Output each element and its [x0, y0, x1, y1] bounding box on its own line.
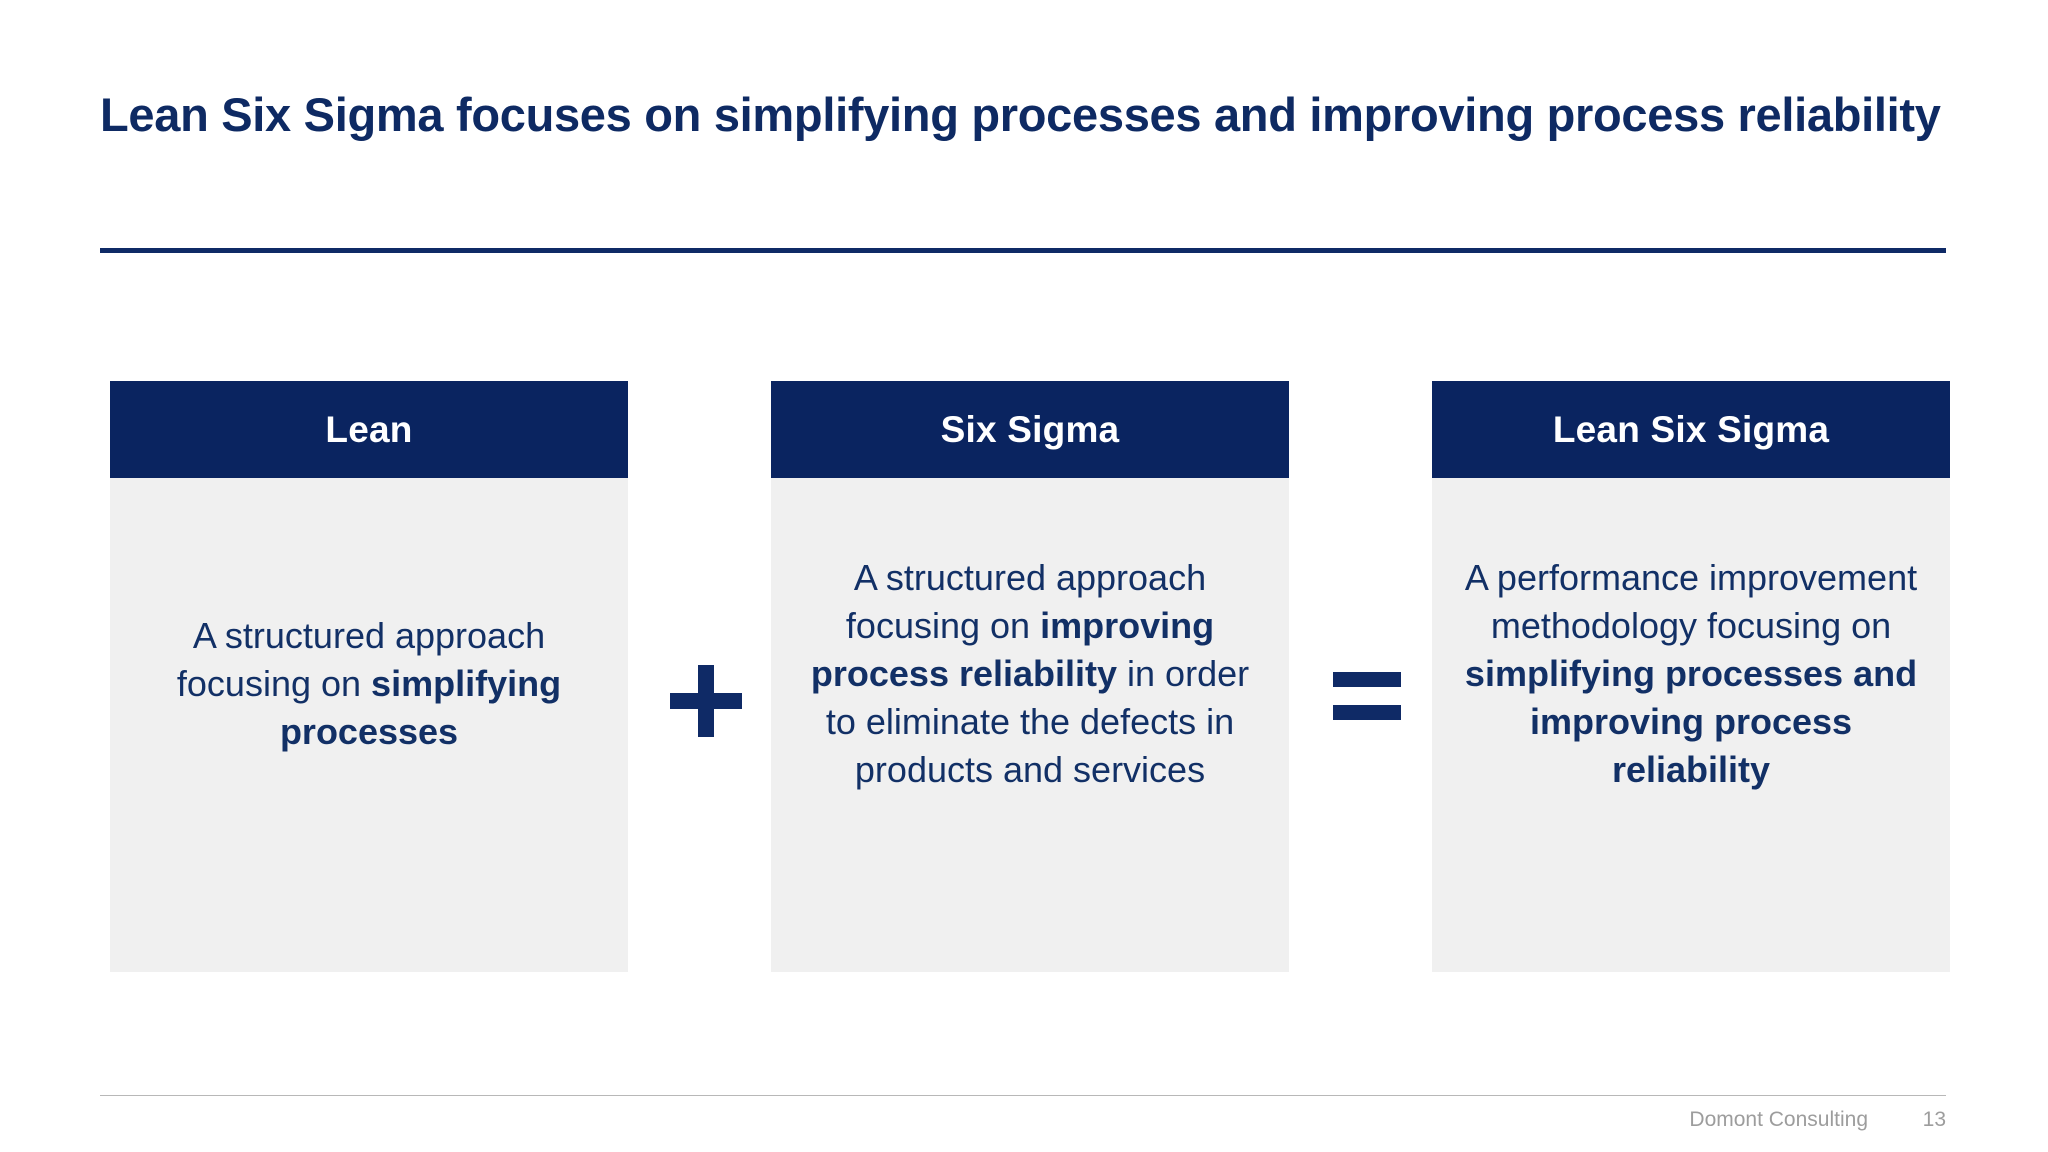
column-body-text-lean: A structured approach focusing on simpli… — [132, 612, 606, 756]
footer-divider — [100, 1095, 1946, 1096]
footer: Domont Consulting 13 — [1689, 1108, 1946, 1132]
lean-text-plain-1: A structured approach focusing on — [176, 615, 546, 704]
six-sigma-text-plain-1: A structured approach focusing on — [845, 557, 1207, 646]
concept-column-six-sigma: Six Sigma A structured approach focusing… — [771, 381, 1289, 972]
lean-six-sigma-text-plain-1: A performance improvement methodology fo… — [1464, 557, 1918, 646]
column-body-six-sigma: A structured approach focusing on improv… — [771, 478, 1289, 972]
plus-icon-horizontal-bar — [670, 693, 742, 709]
equals-icon-bottom-bar — [1333, 705, 1401, 720]
footer-company: Domont Consulting — [1689, 1108, 1868, 1131]
six-sigma-text-bold-1: improving process reliability — [810, 604, 1215, 694]
lean-text-bold-1: simplifying processes — [279, 662, 562, 752]
concept-columns: Lean A structured approach focusing on s… — [0, 381, 2048, 972]
title-divider — [100, 248, 1946, 253]
lean-six-sigma-text-bold-1: simplifying processes and improving proc… — [1464, 652, 1918, 790]
column-body-lean-six-sigma: A performance improvement methodology fo… — [1432, 478, 1950, 972]
concept-column-lean-six-sigma: Lean Six Sigma A performance improvement… — [1432, 381, 1950, 972]
column-body-lean: A structured approach focusing on simpli… — [110, 478, 628, 972]
column-header-six-sigma: Six Sigma — [771, 381, 1289, 478]
footer-page-number: 13 — [1922, 1108, 1946, 1131]
column-body-text-six-sigma: A structured approach focusing on improv… — [793, 554, 1267, 793]
six-sigma-text-plain-2: in order to eliminate the defects in pro… — [825, 652, 1250, 790]
column-body-text-lean-six-sigma: A performance improvement methodology fo… — [1454, 554, 1928, 793]
concept-column-lean: Lean A structured approach focusing on s… — [110, 381, 628, 972]
equals-icon-top-bar — [1333, 672, 1401, 687]
column-header-lean-six-sigma: Lean Six Sigma — [1432, 381, 1950, 478]
page-title: Lean Six Sigma focuses on simplifying pr… — [100, 88, 1941, 141]
column-header-lean: Lean — [110, 381, 628, 478]
